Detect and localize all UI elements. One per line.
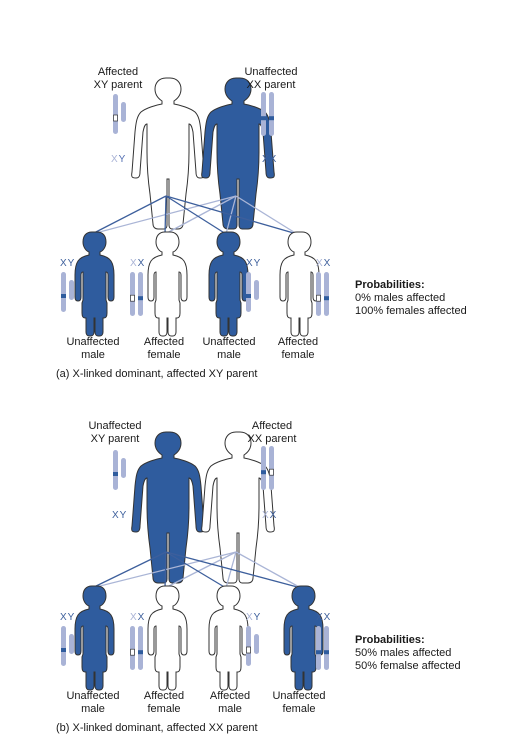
panel-a-child1-chromosomes-y	[69, 280, 74, 300]
panel-b-child4-chromosomes-x1-band	[316, 650, 321, 655]
panel-b-child2-figure	[147, 585, 188, 691]
panel-b-child1-chrom: XY	[60, 612, 76, 623]
panel-a-line-right-3	[235, 195, 298, 235]
panel-a-child1-chrom: XY	[60, 258, 76, 269]
panel-b-child3-chromosomes-y	[254, 634, 259, 654]
panel-a-child4-figure	[279, 231, 320, 337]
panel-b-child3-figure	[208, 585, 249, 691]
panel-b-child1-chromosomes-x	[61, 626, 66, 666]
panel-a-probabilities: Probabilities: 0% males affected 100% fe…	[355, 279, 467, 317]
panel-a-parent-left-chromosomes-x-box	[113, 114, 118, 122]
panel-a-child3-figure	[208, 231, 249, 337]
panel-a-parent-right-chromosomes-x1-band	[261, 116, 266, 121]
panel-b-parent-left-chromosomes-x	[113, 450, 118, 490]
panel-b-line-left-0	[91, 551, 167, 589]
panel-b-child1-chromosomes-y	[69, 634, 74, 654]
panel-b-child4-chrom: XX	[316, 612, 332, 623]
panel-a-child3-chromosomes-x	[246, 272, 251, 312]
panel-b-line-left-2	[165, 551, 227, 589]
panel-b-child3-chromosomes-x-box	[246, 646, 251, 654]
panel-a-parent-right-chrom: XX	[262, 154, 278, 165]
panel-a-child2-chrom: XX	[130, 258, 146, 269]
panel-a-child4-chrom: XX	[316, 258, 332, 269]
panel-b-line-left-1	[164, 551, 167, 589]
panel-a-child4-chromosomes-x1	[316, 272, 321, 316]
panel-a-parent-right-chromosomes-x1	[261, 92, 266, 136]
panel-b-child2-chromosomes-x2	[138, 626, 143, 670]
panel-a-child3-chromosomes-x-band	[246, 294, 251, 298]
panel-a-line-left-3	[165, 195, 298, 235]
panel-a-line-right-1	[164, 195, 237, 235]
panel-b-line-left-3	[165, 551, 302, 589]
panel-a-caption: (a) X-linked dominant, affected XY paren…	[56, 368, 258, 380]
panel-b-child2-chrom: XX	[130, 612, 146, 623]
panel-a-parent-right-chromosomes-x2-band	[269, 116, 274, 121]
panel-b-parent-left-chromosomes-y	[121, 458, 126, 478]
panel-b-child1-chromosomes-x-band	[61, 648, 66, 652]
panel-b-parent-right-chromosomes-x1	[261, 446, 266, 490]
panel-a-line-left-2	[165, 195, 227, 235]
panel-a-parent-right-chromosomes-x2	[269, 92, 274, 136]
panel-a-line-left-0	[91, 195, 167, 235]
panel-a-child4-chromosomes-x1-box	[316, 294, 321, 302]
panel-a-child2-chromosomes-x1	[130, 272, 135, 316]
panel-a-child1-chromosomes-x-band	[61, 294, 66, 298]
panel-a-parent-left-chromosomes-y	[121, 102, 126, 122]
panel-a-child4-chromosomes-x2	[324, 272, 329, 316]
panel-a-child4-chromosomes-x2-band	[324, 296, 329, 301]
panel-b-parent-left-figure	[131, 431, 205, 584]
panel-b-parent-right-chromosomes-x2	[269, 446, 274, 490]
panel-b-child2-chromosomes-x1	[130, 626, 135, 670]
panel-a-child2-figure	[147, 231, 188, 337]
panel-a-child3-chromosomes-y	[254, 280, 259, 300]
panel-b-parent-right-chromosomes-x2-box	[269, 468, 274, 476]
panel-b-parent-left-chrom: XY	[112, 510, 128, 521]
panel-a-child2-chromosomes-x2	[138, 272, 143, 316]
panel-a-line-right-0	[91, 195, 237, 235]
panel-b-child2-chromosomes-x2-band	[138, 650, 143, 655]
panel-b-child1-figure	[74, 585, 115, 691]
panel-a-parent-left-chromosomes-x	[113, 94, 118, 134]
panel-b-line-right-0	[91, 551, 237, 589]
panel-b-child3-chromosomes-x	[246, 626, 251, 666]
panel-b-child2-chromosomes-x1-box	[130, 648, 135, 656]
panel-b-child4-chromosomes-x2-band	[324, 650, 329, 655]
panel-a-line-left-1	[164, 195, 167, 235]
panel-a-child1-chromosomes-x	[61, 272, 66, 312]
panel-a-child2-chromosomes-x2-band	[138, 296, 143, 301]
panel-b-child4-chromosomes-x1	[316, 626, 321, 670]
panel-a-child2-chromosomes-x1-box	[130, 294, 135, 302]
panel-b-line-right-1	[164, 551, 237, 589]
panel-a-child1-figure	[74, 231, 115, 337]
panel-b-child4-chromosomes-x2	[324, 626, 329, 670]
panel-b-line-right-3	[235, 551, 302, 589]
panel-b-probabilities: Probabilities: 50% males affected 50% fe…	[355, 634, 461, 672]
panel-b-parent-right-chromosomes-x1-band	[261, 470, 266, 475]
panel-b-parent-right-chrom: XX	[262, 510, 278, 521]
panel-b-parent-left-chromosomes-x-band	[113, 472, 118, 476]
panel-a-parent-left-chrom: XY	[111, 154, 127, 165]
panel-a-parent-left-figure	[131, 77, 205, 230]
panel-a-child3-chrom: XY	[246, 258, 262, 269]
panel-b-caption: (b) X-linked dominant, affected XX paren…	[56, 722, 258, 734]
panel-b-child3-chrom: XY	[246, 612, 262, 623]
